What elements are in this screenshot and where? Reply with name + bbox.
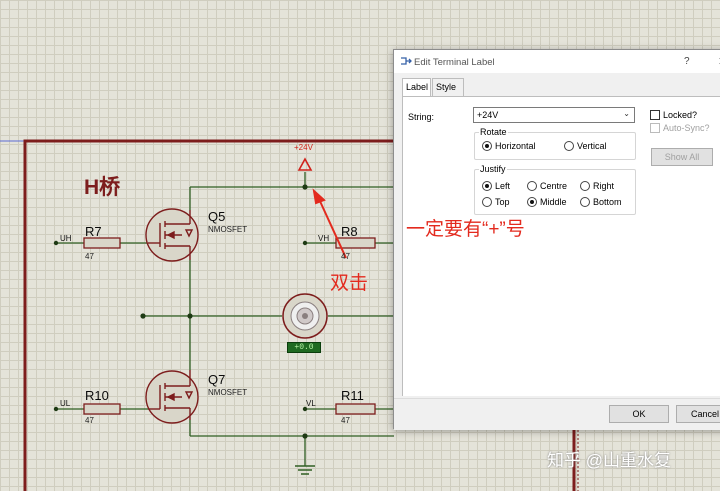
annotation-plus-note: 一定要有“+”号 [406, 219, 525, 240]
justify-left-radio[interactable]: Left [482, 181, 510, 191]
locked-label: Locked? [663, 110, 698, 120]
q7-ref: Q7 [208, 372, 226, 387]
q7-model: NMOSFET [208, 388, 248, 397]
string-combobox[interactable]: +24V ⌄ [473, 107, 635, 123]
net-label-vl[interactable]: VL [306, 399, 316, 408]
power-terminal-symbol [297, 157, 313, 171]
justify-top-radio[interactable]: Top [482, 197, 510, 207]
resistor-r8-body [335, 237, 376, 249]
junction-dot [187, 313, 193, 319]
schematic-title: H桥 [84, 176, 121, 199]
resistor-r11-body [335, 403, 376, 415]
justify-middle-radio[interactable]: Middle [527, 197, 567, 207]
r10-ref: R10 [85, 388, 109, 403]
junction-dot [140, 313, 146, 319]
net-label-ul[interactable]: UL [60, 399, 71, 408]
locked-checkbox[interactable]: Locked? [650, 110, 697, 120]
tab-label[interactable]: Label [402, 78, 431, 97]
string-value: +24V [477, 110, 499, 120]
tab-style[interactable]: Style [432, 78, 464, 96]
terminal-label-icon [400, 56, 412, 66]
mosfet-q7-symbol [145, 370, 199, 424]
q5-model: NMOSFET [208, 225, 248, 234]
close-button[interactable]: ✕ [718, 55, 720, 68]
junction-dot [302, 184, 308, 190]
dialog-title: Edit Terminal Label [414, 57, 495, 68]
autosync-label: Auto-Sync? [663, 123, 710, 133]
dialog-button-bar [394, 398, 720, 430]
ground-symbol [295, 465, 315, 475]
ok-button[interactable]: OK [609, 405, 669, 423]
watermark: 知乎 @山重水复 [547, 451, 671, 470]
r11-ref: R11 [341, 388, 364, 403]
power-label[interactable]: +24V [294, 143, 313, 152]
justify-centre-radio[interactable]: Centre [527, 181, 567, 191]
annotation-double-click: 双击 [330, 273, 369, 294]
r11-value: 47 [341, 416, 350, 425]
sheet-border [23, 139, 394, 491]
rotate-legend: Rotate [479, 127, 508, 137]
motor-readout: +0.0 [287, 342, 321, 353]
arrow-double-click [318, 198, 347, 259]
q5-ref: Q5 [208, 209, 226, 224]
cancel-button[interactable]: Cancel [676, 405, 720, 423]
mosfet-q5-symbol [145, 208, 199, 262]
r8-ref: R8 [341, 224, 358, 239]
resistor-r7-body [83, 237, 121, 249]
help-button[interactable]: ? [684, 56, 690, 67]
resistor-r10-body [83, 403, 121, 415]
chevron-down-icon[interactable]: ⌄ [623, 109, 630, 118]
r8-value: 47 [341, 252, 350, 261]
r10-value: 47 [85, 416, 94, 425]
justify-bottom-radio[interactable]: Bottom [580, 197, 622, 207]
autosync-checkbox[interactable]: Auto-Sync? [650, 123, 710, 133]
justify-legend: Justify [479, 164, 507, 174]
motor-symbol [282, 293, 328, 339]
edit-terminal-label-dialog: Edit Terminal Label ? ✕ Label Style Stri… [393, 49, 720, 430]
rotate-horizontal-radio[interactable]: Horizontal [482, 141, 536, 151]
net-label-uh[interactable]: UH [60, 234, 72, 243]
string-field-label: String: [408, 112, 435, 122]
junction-dot [302, 433, 308, 439]
net-label-vh[interactable]: VH [318, 234, 330, 243]
r7-value: 47 [85, 252, 94, 261]
justify-group [474, 169, 636, 215]
rotate-vertical-radio[interactable]: Vertical [564, 141, 607, 151]
dialog-titlebar[interactable]: Edit Terminal Label ? ✕ [394, 50, 720, 73]
justify-right-radio[interactable]: Right [580, 181, 614, 191]
r7-ref: R7 [85, 224, 102, 239]
show-all-button[interactable]: Show All [651, 148, 713, 166]
